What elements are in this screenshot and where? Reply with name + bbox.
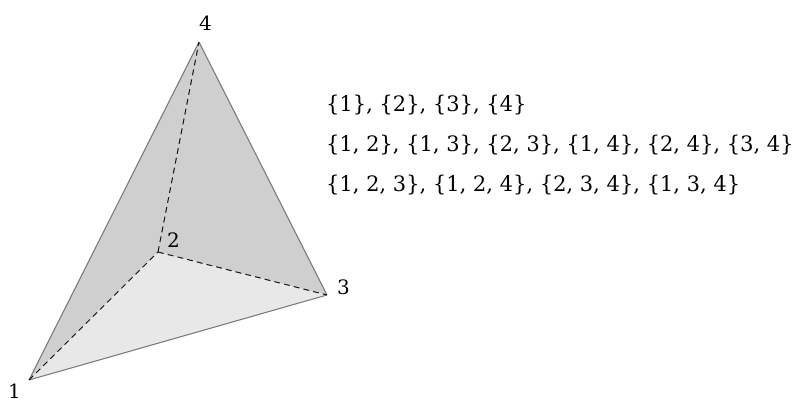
vertex-label-4: 4 — [199, 11, 212, 35]
edge-4-3 — [198, 41, 328, 296]
edge-1-4 — [28, 41, 200, 381]
triple-subsets: {1, 2, 3}, {1, 2, 4}, {2, 3, 4}, {1, 3, … — [326, 172, 741, 196]
subset-list: {1}, {2}, {3}, {4} {1, 2}, {1, 3}, {2, 3… — [326, 84, 794, 204]
vertex-label-2: 2 — [167, 228, 180, 252]
edge-1-2 — [28, 251, 159, 381]
singleton-subsets: {1}, {2}, {3}, {4} — [326, 92, 527, 116]
pair-subsets: {1, 2}, {1, 3}, {2, 3}, {1, 4}, {2, 4}, … — [326, 132, 794, 156]
face-1-2-3 — [29, 252, 327, 380]
edge-2-4 — [157, 41, 200, 253]
edge-2-3 — [157, 251, 328, 296]
tetrahedron-diagram: 1 2 3 4 — [8, 11, 350, 402]
vertex-label-3: 3 — [337, 275, 350, 299]
diagram-canvas: 1 2 3 4 {1}, {2}, {3}, {4} {1, 2}, {1, 3… — [8, 11, 794, 402]
edge-1-3 — [28, 294, 328, 381]
vertex-label-1: 1 — [8, 379, 21, 402]
face-2-3-4 — [158, 42, 327, 295]
